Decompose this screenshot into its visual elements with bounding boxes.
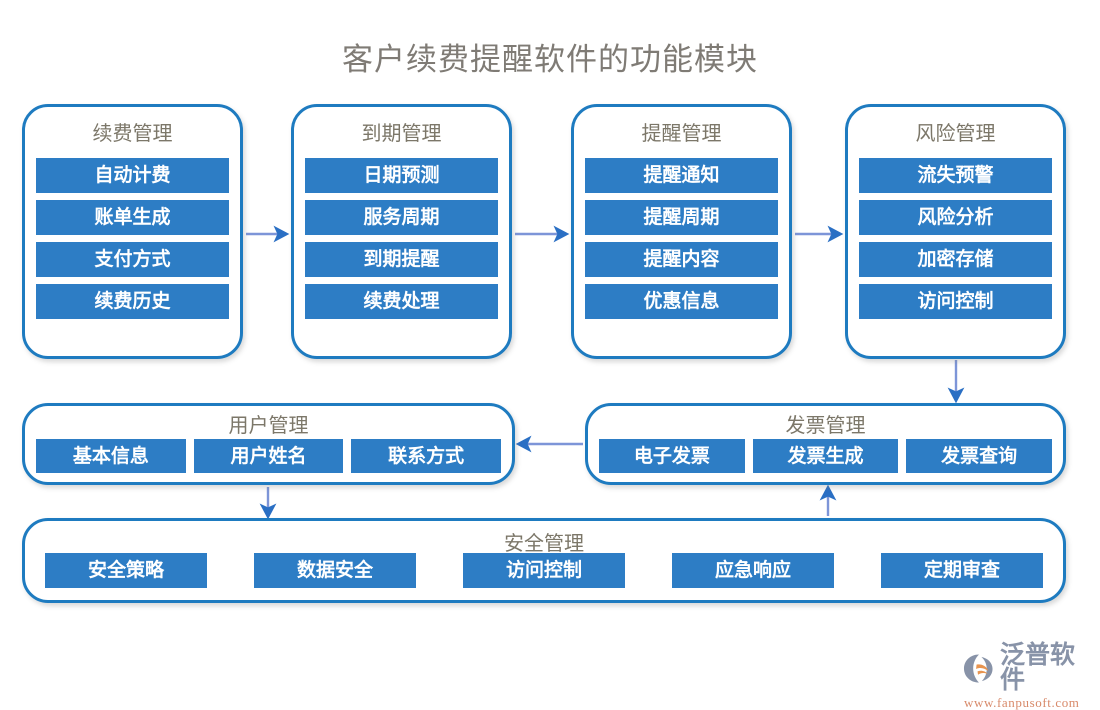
card-title-invoice-management: 发票管理: [785, 415, 866, 437]
fanpu-logo-icon: [963, 653, 993, 683]
chip-invoice-query[interactable]: 发票查询: [906, 439, 1053, 473]
chip-auto-billing[interactable]: 自动计费: [36, 158, 229, 193]
card-title-risk-management: 风险管理: [915, 123, 996, 145]
chip-list-security-management: 安全策略 数据安全 访问控制 应急响应 定期审查: [45, 553, 1043, 588]
page-title: 客户续费提醒软件的功能模块: [342, 42, 758, 77]
logo-row: 泛普软件: [962, 643, 1092, 693]
chip-expiry-reminder[interactable]: 到期提醒: [305, 242, 498, 277]
chip-contact-info[interactable]: 联系方式: [351, 439, 502, 473]
chip-list-renew-management: 自动计费 账单生成 支付方式 续费历史: [36, 158, 229, 319]
chip-list-invoice-management: 电子发票 发票生成 发票查询: [599, 439, 1053, 473]
chip-basic-info[interactable]: 基本信息: [36, 439, 186, 473]
chip-list-expiry-management: 日期预测 服务周期 到期提醒 续费处理: [305, 158, 498, 319]
chip-payment-method[interactable]: 支付方式: [36, 242, 229, 277]
card-title-expiry-management: 到期管理: [361, 123, 442, 145]
chip-promo-info[interactable]: 优惠信息: [585, 284, 778, 319]
chip-e-invoice[interactable]: 电子发票: [599, 439, 745, 473]
card-reminder-management[interactable]: 提醒管理 提醒通知 提醒周期 提醒内容 优惠信息: [571, 104, 792, 359]
card-security-management[interactable]: 安全管理 安全策略 数据安全 访问控制 应急响应 定期审查: [22, 518, 1066, 603]
chip-reminder-cycle[interactable]: 提醒周期: [585, 200, 778, 235]
chip-service-cycle[interactable]: 服务周期: [305, 200, 498, 235]
chip-periodic-review[interactable]: 定期审查: [881, 553, 1043, 588]
card-title-security-management: 安全管理: [504, 533, 584, 555]
chip-security-policy[interactable]: 安全策略: [45, 553, 207, 588]
card-title-user-management: 用户管理: [228, 415, 309, 437]
chip-list-reminder-management: 提醒通知 提醒周期 提醒内容 优惠信息: [585, 158, 778, 319]
chip-encrypted-storage[interactable]: 加密存储: [859, 242, 1052, 277]
chip-access-control-sec[interactable]: 访问控制: [463, 553, 625, 588]
chip-churn-warning[interactable]: 流失预警: [859, 158, 1052, 193]
brand-logo: 泛普软件 www.fanpusoft.com: [962, 643, 1092, 709]
card-title-reminder-management: 提醒管理: [641, 123, 722, 145]
card-risk-management[interactable]: 风险管理 流失预警 风险分析 加密存储 访问控制: [845, 104, 1066, 359]
chip-invoice-generate[interactable]: 发票生成: [752, 439, 899, 473]
chip-emergency-response[interactable]: 应急响应: [672, 553, 834, 588]
chip-reminder-notice[interactable]: 提醒通知: [585, 158, 778, 193]
card-invoice-management[interactable]: 发票管理 电子发票 发票生成 发票查询: [585, 403, 1066, 485]
chip-data-security[interactable]: 数据安全: [254, 553, 416, 588]
card-expiry-management[interactable]: 到期管理 日期预测 服务周期 到期提醒 续费处理: [291, 104, 512, 359]
logo-wordmark: 泛普软件: [1000, 641, 1076, 694]
chip-list-user-management: 基本信息 用户姓名 联系方式: [36, 439, 502, 473]
card-user-management[interactable]: 用户管理 基本信息 用户姓名 联系方式: [22, 403, 515, 485]
chip-reminder-content[interactable]: 提醒内容: [585, 242, 778, 277]
chip-list-risk-management: 流失预警 风险分析 加密存储 访问控制: [859, 158, 1052, 319]
card-title-renew-management: 续费管理: [92, 123, 173, 145]
logo-url: www.fanpusoft.com: [964, 695, 1080, 710]
chip-access-control-risk[interactable]: 访问控制: [859, 284, 1052, 319]
chip-date-forecast[interactable]: 日期预测: [305, 158, 498, 193]
chip-renew-process[interactable]: 续费处理: [305, 284, 498, 319]
card-renew-management[interactable]: 续费管理 自动计费 账单生成 支付方式 续费历史: [22, 104, 243, 359]
chip-renew-history[interactable]: 续费历史: [36, 284, 229, 319]
chip-risk-analysis[interactable]: 风险分析: [859, 200, 1052, 235]
chip-bill-generate[interactable]: 账单生成: [36, 200, 229, 235]
chip-user-name[interactable]: 用户姓名: [193, 439, 344, 473]
